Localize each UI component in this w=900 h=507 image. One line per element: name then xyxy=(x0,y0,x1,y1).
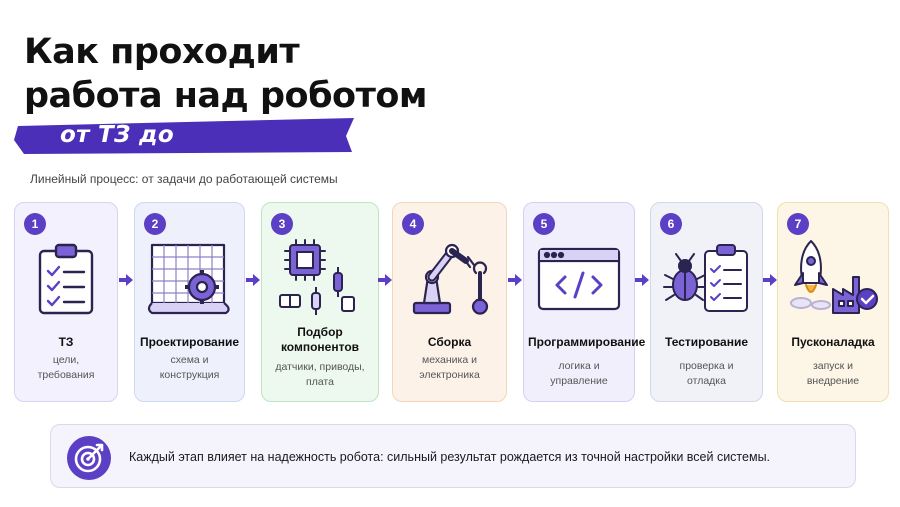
page-title: Как проходит работа над роботом xyxy=(24,30,428,118)
rocket-factory-icon xyxy=(787,237,879,322)
step-title: Программирование xyxy=(528,335,646,349)
step-title: ТЗ xyxy=(58,335,74,349)
robot-arm-wrench-icon xyxy=(406,237,494,322)
chip-components-icon xyxy=(276,237,364,322)
step-number-badge: 2 xyxy=(144,213,166,235)
arrow-right-icon xyxy=(378,274,392,286)
step-card-6: 6 Тестирование проверка и отладка xyxy=(650,202,763,402)
step-title: Пусконаладка xyxy=(791,335,875,349)
subtitle-ribbon: от ТЗ до пусконаладки xyxy=(14,116,358,174)
code-window-icon xyxy=(535,237,623,322)
step-title: Подбор компонентов xyxy=(280,325,360,354)
step-description: схема и конструкция xyxy=(159,354,220,381)
step-description: проверка и отладка xyxy=(679,360,734,387)
step-number-badge: 7 xyxy=(787,213,809,235)
step-number-badge: 3 xyxy=(271,213,293,235)
step-title: Тестирование xyxy=(664,335,749,349)
step-description: механика и электроника xyxy=(419,354,480,381)
step-number-badge: 1 xyxy=(24,213,46,235)
key-note-banner: Каждый этап влияет на надежность робота:… xyxy=(50,424,856,488)
step-description: запуск и внедрение xyxy=(806,360,860,387)
arrow-right-icon xyxy=(246,274,260,286)
step-card-4: 4 Сборка механика и электроника xyxy=(392,202,507,402)
step-description: датчики, приводы, плата xyxy=(275,361,365,388)
ribbon-text: от ТЗ до пусконаладки xyxy=(60,122,254,174)
arrow-right-icon xyxy=(635,274,649,286)
step-number-badge: 6 xyxy=(660,213,682,235)
step-description: цели, требования xyxy=(37,354,95,381)
arrow-right-icon xyxy=(119,274,133,286)
step-card-1: 1 ТЗ цели, требования xyxy=(14,202,118,402)
blueprint-gear-icon xyxy=(144,237,236,322)
bug-checklist-icon xyxy=(661,237,753,322)
step-card-3: 3 Подбор компонентов датч xyxy=(261,202,379,402)
arrow-right-icon xyxy=(763,274,777,286)
step-number-badge: 5 xyxy=(533,213,555,235)
step-title: Сборка xyxy=(427,335,472,349)
title-line-2: работа над роботом xyxy=(24,76,428,116)
step-card-7: 7 Пусконаладка запуск и внедрение xyxy=(777,202,889,402)
step-card-2: 2 Проектирование сх xyxy=(134,202,245,402)
arrow-right-icon xyxy=(508,274,522,286)
note-text: Каждый этап влияет на надежность робота:… xyxy=(129,450,771,464)
step-card-5: 5 Программирование логика и управление xyxy=(523,202,646,402)
process-subtitle: Линейный процесс: от задачи до работающе… xyxy=(30,172,338,186)
step-number-badge: 4 xyxy=(402,213,424,235)
step-title: Проектирование xyxy=(139,335,240,349)
title-line-1: Как проходит xyxy=(24,32,300,72)
clipboard-checklist-icon xyxy=(34,237,98,322)
target-icon xyxy=(66,435,112,486)
step-description: логика и управление xyxy=(550,360,608,387)
